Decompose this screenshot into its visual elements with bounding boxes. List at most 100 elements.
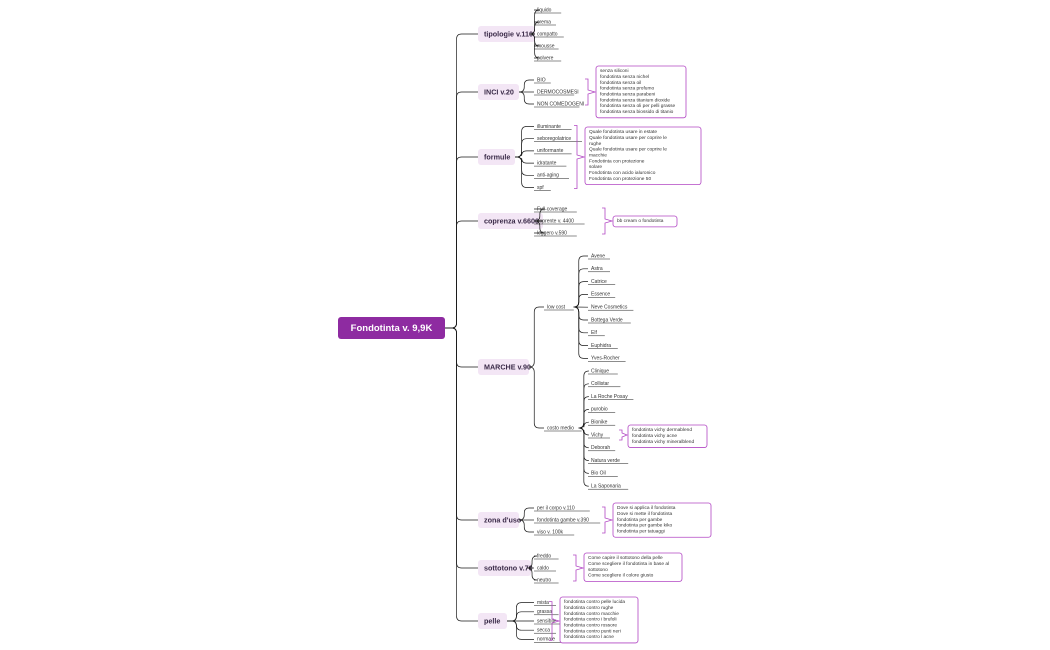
brand-node[interactable]: Catrice [588,279,616,285]
topic-node[interactable]: BIO [534,77,551,83]
brand-node[interactable]: Astra [588,266,610,272]
note-box: fondotinta contro pelle lucidafondotinta… [559,596,639,644]
branch-node[interactable]: MARCHE v.90 [478,359,531,375]
note-line: fondotinta vichy mineralblend [632,439,694,445]
root-node-box [338,317,445,339]
brand-node[interactable]: Euphidra [588,343,618,349]
brand-node[interactable]: La Saponaria [588,484,629,490]
root-connector [445,33,478,329]
note-line: Come capire il sottotono della pelle [588,555,663,561]
topic-node[interactable]: per il corpo v.110 [534,505,590,511]
brand-node[interactable]: Clinique [588,368,618,374]
topic-node[interactable]: normale [534,637,562,643]
note-line: fondotinta per tatuaggi [617,528,665,534]
brand-node[interactable]: Natura verde [588,458,629,464]
group-node[interactable]: low cost [544,304,574,310]
note-line: fondotinta per gambe kiko [617,523,673,529]
brand-node[interactable]: Essence [588,292,616,298]
brand-node[interactable]: Bio Oil [588,471,618,477]
brand-label: Essence [591,292,610,298]
note-box-frame [612,502,712,538]
child-connector [529,33,540,59]
topic-node[interactable]: caldo [534,565,556,571]
topic-node[interactable]: liquido [534,7,562,13]
note-line: fondotinta senza parabeni [600,91,655,97]
note-line: fondotinta contro l acne [564,634,614,640]
branch-node[interactable]: formule [478,149,515,165]
topic-node[interactable]: illuminante [534,124,572,130]
topic-node[interactable]: secca [534,628,556,634]
topic-node[interactable]: fondotinta gambe v.390 [534,517,601,523]
topic-node[interactable]: freddo [534,553,559,559]
note-brace [573,554,585,582]
topic-node[interactable]: spf [534,185,551,191]
topic-label: freddo [537,553,551,559]
topic-node[interactable]: DERMOCOSMESI [534,89,579,95]
branch-label: INCI v.20 [484,87,514,96]
brand-node[interactable]: Avene [588,253,610,259]
child-connector [507,620,534,631]
child-connector [515,150,534,158]
brand-node[interactable]: Bottega Verde [588,317,631,323]
note-line: fondotinta contro punti neri [564,628,621,634]
note-line: fondotinta contro rughe [564,605,614,611]
topic-node[interactable]: NON COMEDOGENI [534,101,584,107]
topic-node[interactable]: crema [534,19,556,25]
topic-node[interactable]: anti-aging [534,173,569,179]
note-brace [574,125,586,189]
topic-node[interactable]: coprente v. 4400 [534,218,585,224]
topic-node[interactable]: polvere [534,55,562,61]
brand-node[interactable]: Vichy [588,432,610,438]
note-brace [585,78,597,106]
branch-node[interactable]: coprenza v.6600 [478,213,543,229]
topic-node[interactable]: mousse [534,43,559,49]
topic-label: fondotinta gambe v.390 [537,517,589,523]
topic-label: idratante [537,160,557,166]
root-node[interactable]: Fondotinta v. 9,9K [338,317,445,339]
note-line: Fondotinta con protezione 50 [589,176,651,182]
topic-node[interactable]: grassa [534,609,559,615]
brand-node[interactable]: Elf [588,330,605,336]
group-node[interactable]: costo medio [544,425,582,431]
topic-node[interactable]: compatto [534,31,564,37]
note-box: Come capire il sottotono della pelleCome… [583,552,683,582]
branch-node-box [478,26,535,42]
note-line: fondotinta senza titanium dioxide [600,97,670,103]
brand-node[interactable]: Bionike [588,420,616,426]
topic-node[interactable]: Full-coverage [534,206,577,212]
brand-label: Bio Oil [591,471,606,477]
leaf-connector [578,421,589,429]
topic-node[interactable]: leggero v.590 [534,230,577,236]
topic-node[interactable]: seboregolatrice [534,136,582,142]
topic-node[interactable]: neutro [534,577,559,583]
topic-node[interactable]: mista [534,600,556,606]
branch-node[interactable]: pelle [478,613,507,629]
root-connector [445,327,478,622]
brand-node[interactable]: La Roche Posay [588,394,634,400]
topic-node[interactable]: uniformante [534,148,572,154]
note-line: rughe [589,141,602,147]
brand-node[interactable]: Yves-Rocher [588,356,626,362]
brand-label: Euphidra [591,343,611,349]
topic-label: compatto [537,31,558,37]
brand-label: Bottega Verde [591,317,623,323]
brand-label: Avene [591,253,605,259]
child-connector [519,79,534,93]
brand-node[interactable]: Neve Cosmetics [588,305,634,311]
brand-node[interactable]: purobio [588,407,616,413]
root-connector [445,156,478,329]
branch-node[interactable]: INCI v.20 [478,84,519,100]
branch-node[interactable]: tipologie v.110 [478,26,535,42]
branch-node[interactable]: zona d'uso [478,512,522,528]
topic-label: normale [537,637,555,643]
brand-node[interactable]: Deborah [588,445,616,451]
topic-node[interactable]: idratante [534,160,567,166]
note-line: Quale fondotinta usare per coprire le [589,135,667,141]
branch-node[interactable]: sottotono v.70 [478,560,533,576]
topic-node[interactable]: viso v. 100k [534,529,575,535]
brand-node[interactable]: Collistar [588,381,621,387]
note-line: senza siliconi [600,68,629,74]
